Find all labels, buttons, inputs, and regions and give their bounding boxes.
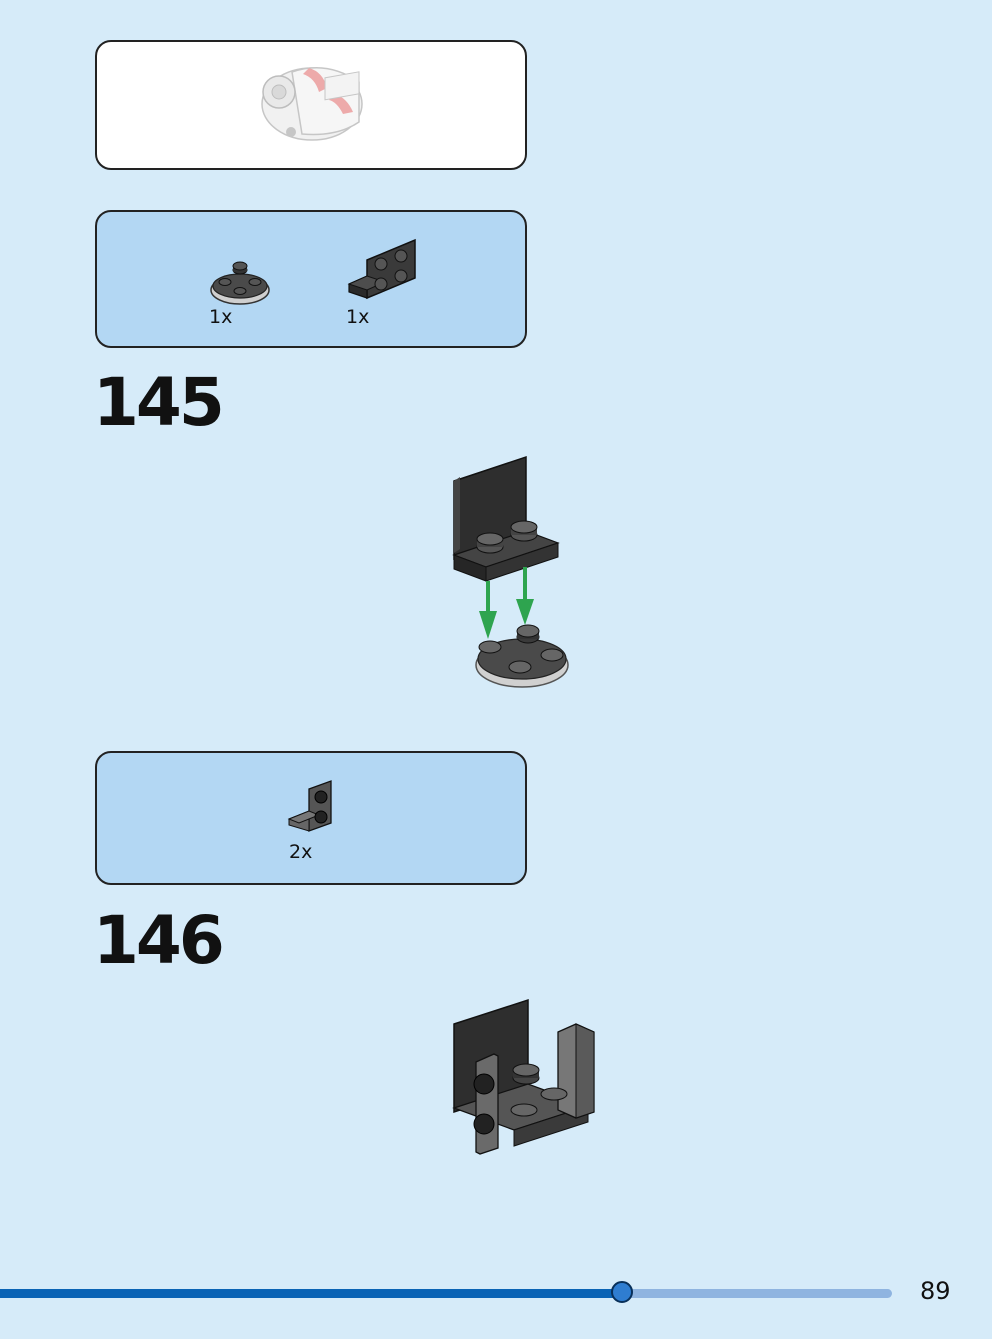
completed-helmet-model-icon [261, 67, 363, 141]
part-quantity: 1x [209, 306, 233, 328]
step-145-assembly-illustration [452, 455, 569, 688]
step-number: 146 [93, 902, 225, 979]
book-progress-bar [0, 1281, 892, 1303]
step-146-assembly-illustration [452, 998, 595, 1155]
parts-list-panel-step-145: 1x 1x [95, 210, 527, 348]
context-preview-panel [95, 40, 527, 170]
bracket-plate-icon [347, 238, 416, 300]
round-plate-icon [210, 261, 270, 305]
progress-marker-icon [611, 1281, 633, 1303]
parts-list-panel-step-146: 2x [95, 751, 527, 885]
progress-fill [0, 1289, 622, 1298]
step-number: 145 [93, 364, 225, 441]
part-quantity: 1x [346, 306, 370, 328]
page-number: 89 [920, 1277, 951, 1305]
green-arrow-icon [479, 581, 497, 639]
small-bracket-icon [287, 780, 332, 832]
part-quantity: 2x [289, 841, 313, 863]
green-arrow-icon [516, 567, 534, 625]
